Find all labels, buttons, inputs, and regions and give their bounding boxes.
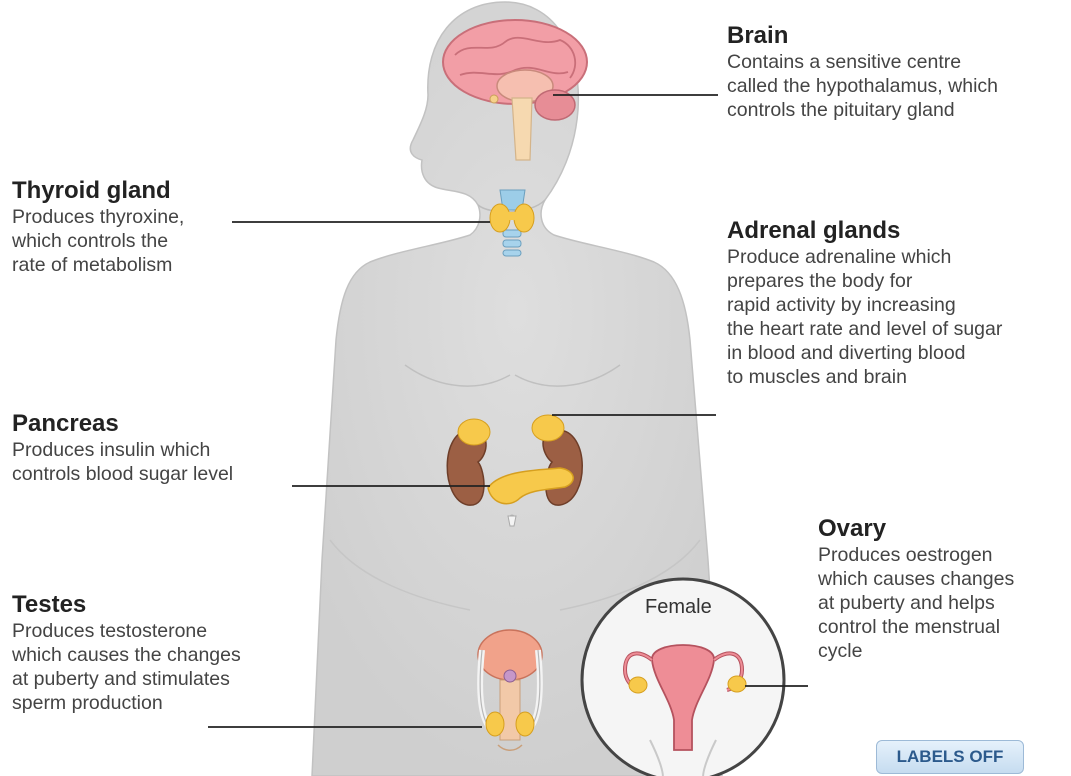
adrenal-line-4: the heart rate and level of sugar [727,317,1002,341]
testes-label: Testes Produces testosterone which cause… [12,591,241,715]
labels-off-button[interactable]: LABELS OFF [876,740,1024,774]
adrenal-line-1: Produce adrenaline which [727,245,1002,269]
adrenal-line-5: in blood and diverting blood [727,341,1002,365]
adrenal-label: Adrenal glands Produce adrenaline which … [727,217,1002,389]
ovary-line-3: at puberty and helps [818,591,1014,615]
adrenal-line-6: to muscles and brain [727,365,1002,389]
ovary-line-5: cycle [818,639,1014,663]
brain-label: Brain Contains a sensitive centre called… [727,22,998,122]
thyroid-description: Produces thyroxine, which controls the r… [12,205,184,277]
brain-line-1: Contains a sensitive centre [727,50,998,74]
ovary-line-2: which causes changes [818,567,1014,591]
female-inset-label: Female [645,596,712,619]
thyroid-title: Thyroid gland [12,177,184,205]
brain-line-2: called the hypothalamus, which [727,74,998,98]
ovary-title: Ovary [818,515,1014,543]
thyroid-label: Thyroid gland Produces thyroxine, which … [12,177,184,277]
pancreas-label: Pancreas Produces insulin which controls… [12,410,233,486]
testes-line-2: which causes the changes [12,643,241,667]
brain-title: Brain [727,22,998,50]
right-ovary-organ [728,676,746,692]
ovary-line-4: control the menstrual [818,615,1014,639]
left-ovary-organ [629,677,647,693]
testes-line-3: at puberty and stimulates [12,667,241,691]
ovary-description: Produces oestrogen which causes changes … [818,543,1014,663]
ovary-label: Ovary Produces oestrogen which causes ch… [818,515,1014,663]
testes-line-1: Produces testosterone [12,619,241,643]
adrenal-description: Produce adrenaline which prepares the bo… [727,245,1002,389]
brain-line-3: controls the pituitary gland [727,98,998,122]
thyroid-line-3: rate of metabolism [12,253,184,277]
testes-title: Testes [12,591,241,619]
pancreas-title: Pancreas [12,410,233,438]
testes-line-4: sperm production [12,691,241,715]
brain-description: Contains a sensitive centre called the h… [727,50,998,122]
adrenal-line-2: prepares the body for [727,269,1002,293]
thyroid-line-1: Produces thyroxine, [12,205,184,229]
ovary-line-1: Produces oestrogen [818,543,1014,567]
testes-description: Produces testosterone which causes the c… [12,619,241,715]
pancreas-line-2: controls blood sugar level [12,462,233,486]
adrenal-line-3: rapid activity by increasing [727,293,1002,317]
adrenal-title: Adrenal glands [727,217,1002,245]
pancreas-line-1: Produces insulin which [12,438,233,462]
thyroid-line-2: which controls the [12,229,184,253]
pancreas-description: Produces insulin which controls blood su… [12,438,233,486]
